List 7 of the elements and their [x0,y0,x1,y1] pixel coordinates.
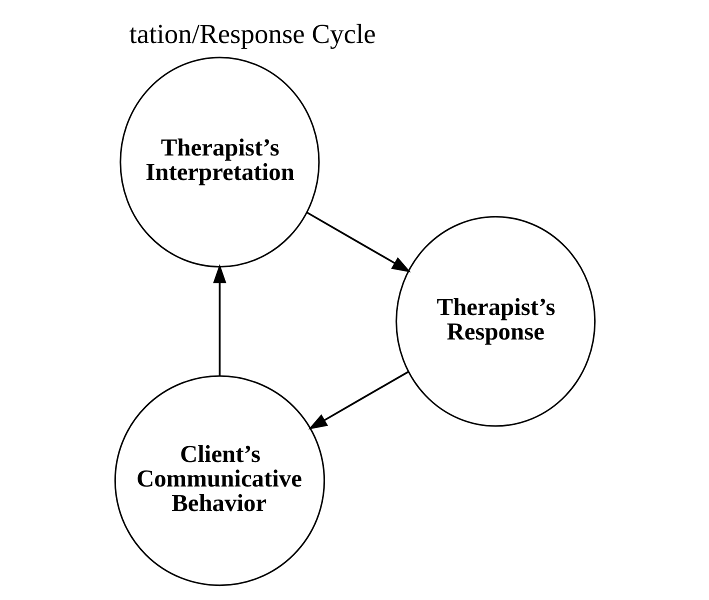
node-circle: Therapist’s Response [395,216,596,427]
arrow [308,370,408,430]
diagram-title: tation/Response Cycle [128,18,376,49]
node-circle: Therapist’s Interpretation [119,56,320,268]
arrow [212,264,226,376]
node-circle: Client’s Communicative Behavior [114,375,325,586]
arrow [306,212,410,272]
